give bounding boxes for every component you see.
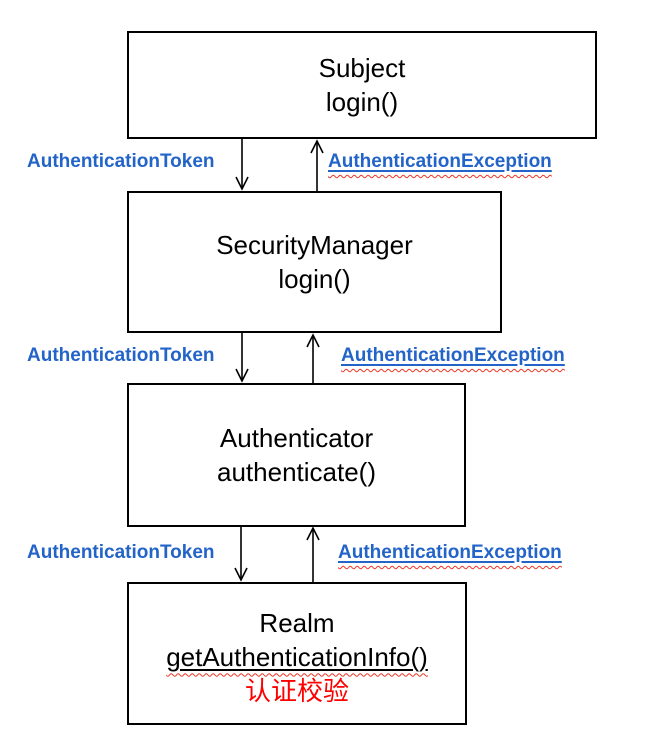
realm-method-text: getAuthenticationInfo(): [166, 641, 428, 672]
authenticator-box: Authenticator authenticate(): [127, 383, 466, 527]
authentication-exception-label-1: AuthenticationException: [328, 151, 552, 172]
subject-method: login(): [325, 87, 399, 117]
authentication-exception-label-2: AuthenticationException: [341, 345, 565, 366]
exception-arrow-up-1: [310, 139, 324, 191]
subject-box: Subject login(): [127, 31, 597, 139]
token-arrow-down-2: [235, 333, 249, 383]
authenticator-title: Authenticator: [219, 423, 374, 453]
security-manager-box: SecurityManager login(): [127, 191, 502, 333]
realm-annotation: 认证校验: [244, 675, 349, 706]
realm-title: Realm: [259, 607, 335, 638]
realm-method: getAuthenticationInfo(): [166, 640, 428, 674]
subject-title: Subject: [318, 53, 406, 83]
realm-box: Realm getAuthenticationInfo() 认证校验: [127, 582, 467, 725]
authentication-exception-label-3: AuthenticationException: [338, 542, 562, 563]
authentication-token-label-3: AuthenticationToken: [27, 542, 215, 563]
authentication-token-label-2: AuthenticationToken: [27, 345, 215, 366]
authenticator-method: authenticate(): [217, 457, 376, 487]
security-manager-method: login(): [278, 264, 351, 294]
exception-arrow-up-2: [306, 333, 320, 383]
token-arrow-down-1: [235, 139, 249, 191]
security-manager-title: SecurityManager: [216, 230, 413, 260]
authentication-token-label-1: AuthenticationToken: [27, 151, 215, 172]
exception-arrow-up-3: [306, 526, 320, 582]
token-arrow-down-3: [234, 527, 248, 582]
